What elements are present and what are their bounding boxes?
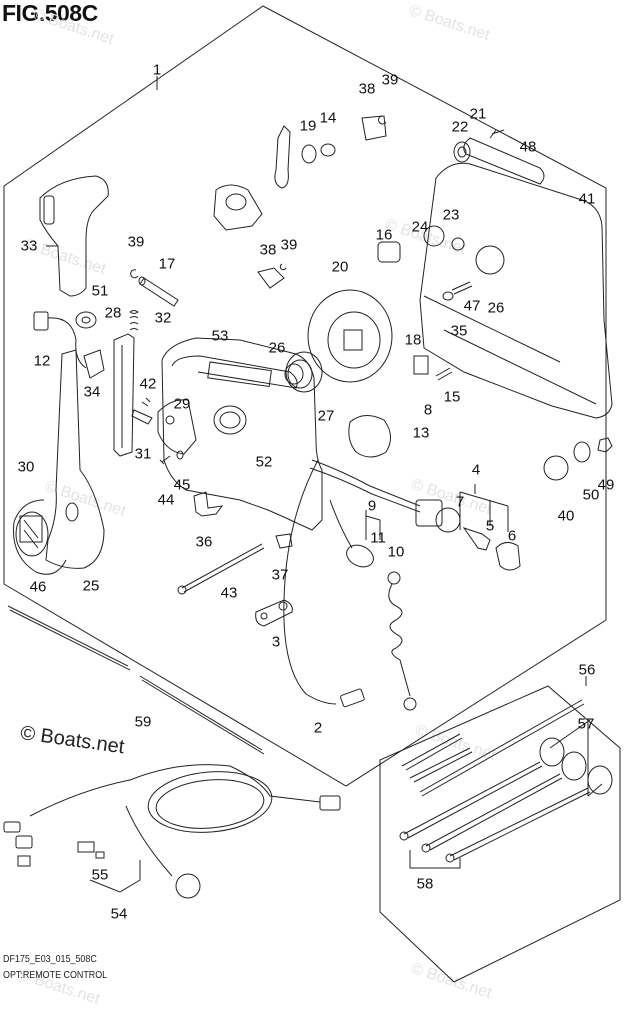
callout-27[interactable]: 27 (317, 407, 335, 425)
callout-26a[interactable]: 26 (268, 339, 286, 357)
callout-56[interactable]: 56 (578, 661, 596, 679)
callout-26b[interactable]: 26 (487, 299, 505, 317)
callout-20[interactable]: 20 (331, 258, 349, 276)
callout-12[interactable]: 12 (33, 352, 51, 370)
callout-54[interactable]: 54 (110, 905, 128, 923)
callout-57[interactable]: 57 (577, 715, 595, 733)
callout-42[interactable]: 42 (139, 375, 157, 393)
exploded-view-drawing (3, 5, 621, 983)
callout-43[interactable]: 43 (220, 584, 238, 602)
control-cable-drawing (7, 605, 263, 751)
callout-11[interactable]: 11 (370, 529, 386, 547)
callout-59[interactable]: 59 (134, 713, 152, 731)
callout-14[interactable]: 14 (319, 109, 337, 127)
callout-24[interactable]: 24 (411, 218, 429, 236)
callout-40[interactable]: 40 (557, 507, 575, 525)
buzzer-drawing (348, 415, 391, 458)
figure-name: OPT:REMOTE CONTROL (3, 969, 108, 981)
long-screw-drawing (181, 543, 265, 593)
callout-19[interactable]: 19 (299, 117, 317, 135)
callout-6[interactable]: 6 (507, 527, 517, 545)
callout-10[interactable]: 10 (387, 543, 405, 561)
callout-55[interactable]: 55 (91, 866, 109, 884)
callout-30[interactable]: 30 (17, 458, 35, 476)
cover-plate-drawing (419, 162, 613, 419)
callout-37[interactable]: 37 (271, 566, 289, 584)
callout-21[interactable]: 21 (469, 105, 487, 123)
callout-41[interactable]: 41 (578, 190, 596, 208)
callout-39b[interactable]: 39 (280, 236, 298, 254)
callout-18[interactable]: 18 (404, 331, 422, 349)
callout-52[interactable]: 52 (255, 453, 273, 471)
callout-51[interactable]: 51 (91, 282, 109, 300)
callout-34[interactable]: 34 (83, 383, 101, 401)
callout-1[interactable]: 1 (152, 61, 162, 79)
callout-3[interactable]: 3 (271, 633, 281, 651)
callout-13[interactable]: 13 (412, 424, 430, 442)
figure-code: DF175_E03_015_508C (3, 953, 97, 965)
callout-25[interactable]: 25 (82, 577, 100, 595)
callout-15[interactable]: 15 (443, 388, 461, 406)
callout-58[interactable]: 58 (416, 875, 434, 893)
callout-8[interactable]: 8 (423, 401, 433, 419)
lever-arm-drawing (45, 349, 105, 569)
callout-39a[interactable]: 39 (381, 71, 399, 89)
callout-7[interactable]: 7 (455, 493, 465, 511)
callout-39c[interactable]: 39 (127, 233, 145, 251)
assembly-boundary (3, 5, 607, 787)
handle-grip-drawing (39, 175, 109, 297)
callout-23[interactable]: 23 (442, 206, 460, 224)
callout-9[interactable]: 9 (367, 497, 377, 515)
callout-29[interactable]: 29 (173, 395, 191, 413)
kit-boundary (379, 685, 621, 983)
callout-32[interactable]: 32 (154, 309, 172, 327)
callout-38a[interactable]: 38 (358, 80, 376, 98)
callout-53[interactable]: 53 (211, 327, 229, 345)
callout-48[interactable]: 48 (519, 138, 537, 156)
callout-36[interactable]: 36 (195, 533, 213, 551)
callout-45[interactable]: 45 (173, 476, 191, 494)
callout-35[interactable]: 35 (450, 322, 468, 340)
callout-28[interactable]: 28 (104, 304, 122, 322)
callout-2[interactable]: 2 (313, 719, 323, 737)
callout-4[interactable]: 4 (471, 461, 481, 479)
callout-31[interactable]: 31 (134, 445, 152, 463)
callout-49[interactable]: 49 (597, 476, 615, 494)
housing-drawing (161, 337, 323, 531)
callout-16[interactable]: 16 (375, 226, 393, 244)
callout-46[interactable]: 46 (29, 578, 47, 596)
callout-5[interactable]: 5 (485, 517, 495, 535)
callout-38b[interactable]: 38 (259, 241, 277, 259)
callout-22[interactable]: 22 (451, 118, 469, 136)
figure-title: FIG.508C (2, 0, 98, 26)
wiring-harness-drawing (29, 764, 321, 817)
callout-33[interactable]: 33 (20, 237, 38, 255)
callout-47[interactable]: 47 (463, 297, 481, 315)
callout-17[interactable]: 17 (158, 255, 176, 273)
callout-50[interactable]: 50 (582, 486, 600, 504)
callout-44[interactable]: 44 (157, 491, 175, 509)
